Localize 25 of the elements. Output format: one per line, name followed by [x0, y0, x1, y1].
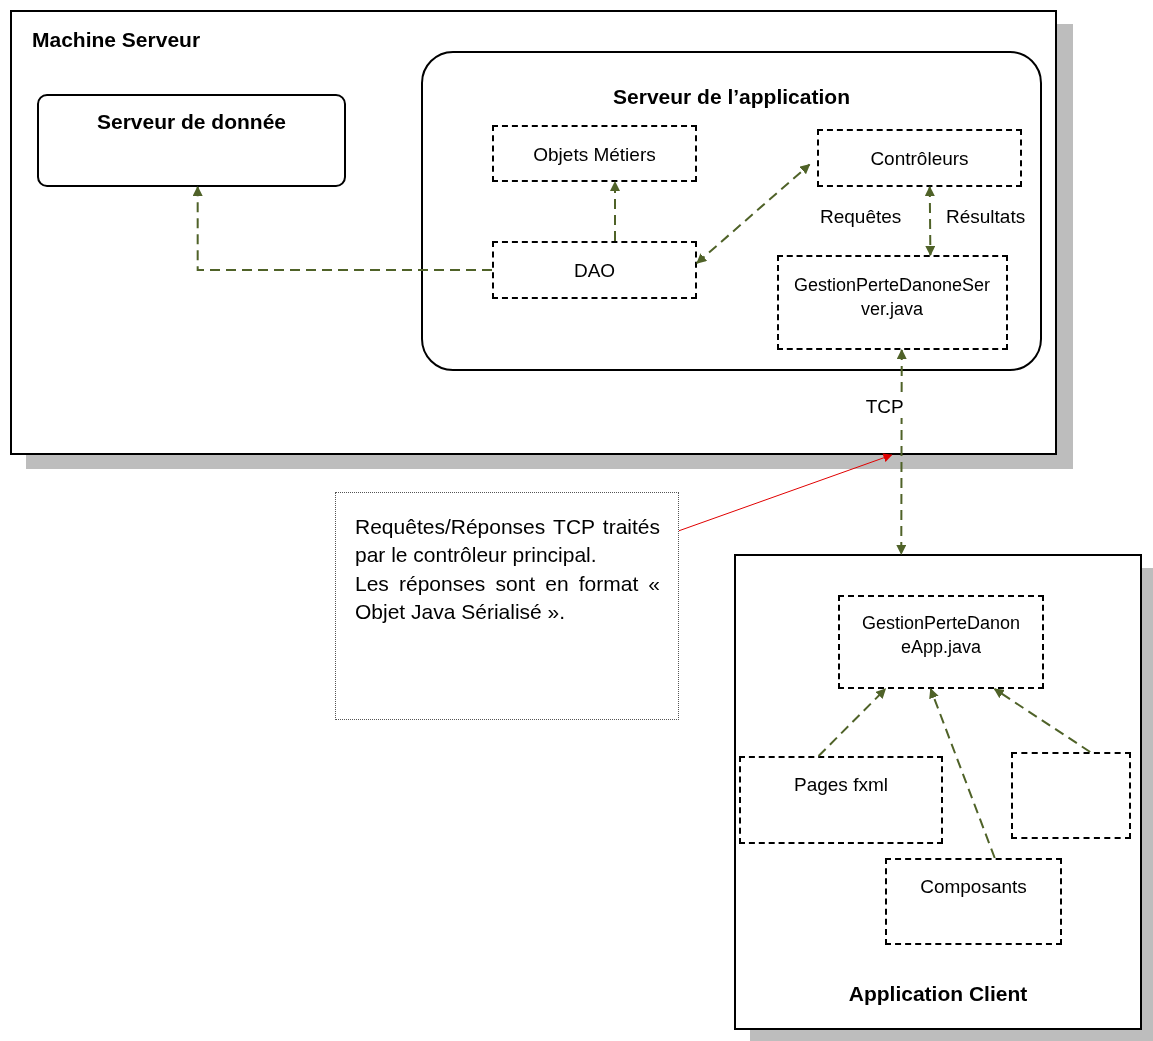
heading: Application Client	[847, 981, 1029, 1007]
note-box	[335, 492, 679, 720]
component-box	[492, 125, 697, 182]
component-label: Contrôleurs	[869, 147, 970, 171]
server-box	[37, 94, 346, 187]
heading: Serveur de donnée	[95, 109, 288, 135]
heading: Machine Serveur	[32, 27, 201, 53]
component-box	[838, 595, 1044, 689]
component-box	[739, 756, 943, 844]
empty-box	[1011, 752, 1131, 839]
component-label: DAO	[572, 259, 617, 283]
component-label: GestionPerteDanoneServer.java	[793, 274, 991, 322]
component-label: Composants	[919, 875, 1028, 899]
note-text: Requêtes/Réponses TCP traités par le contrôleur principal.	[355, 514, 660, 569]
note-text: Les réponses sont en format « Objet Java Sérialisé ».	[355, 570, 660, 626]
component-label: GestionPerteDanoneApp.java	[860, 612, 1022, 660]
component-box	[777, 255, 1008, 350]
component-label: Pages fxml	[793, 773, 889, 797]
component-box	[885, 858, 1062, 945]
component-box	[492, 241, 697, 299]
component-label: Objets Métiers	[532, 143, 657, 167]
edge-label: TCP	[863, 396, 906, 418]
application-server-panel	[421, 51, 1042, 371]
heading: Serveur de l’application	[612, 84, 851, 110]
component-box	[817, 129, 1022, 187]
